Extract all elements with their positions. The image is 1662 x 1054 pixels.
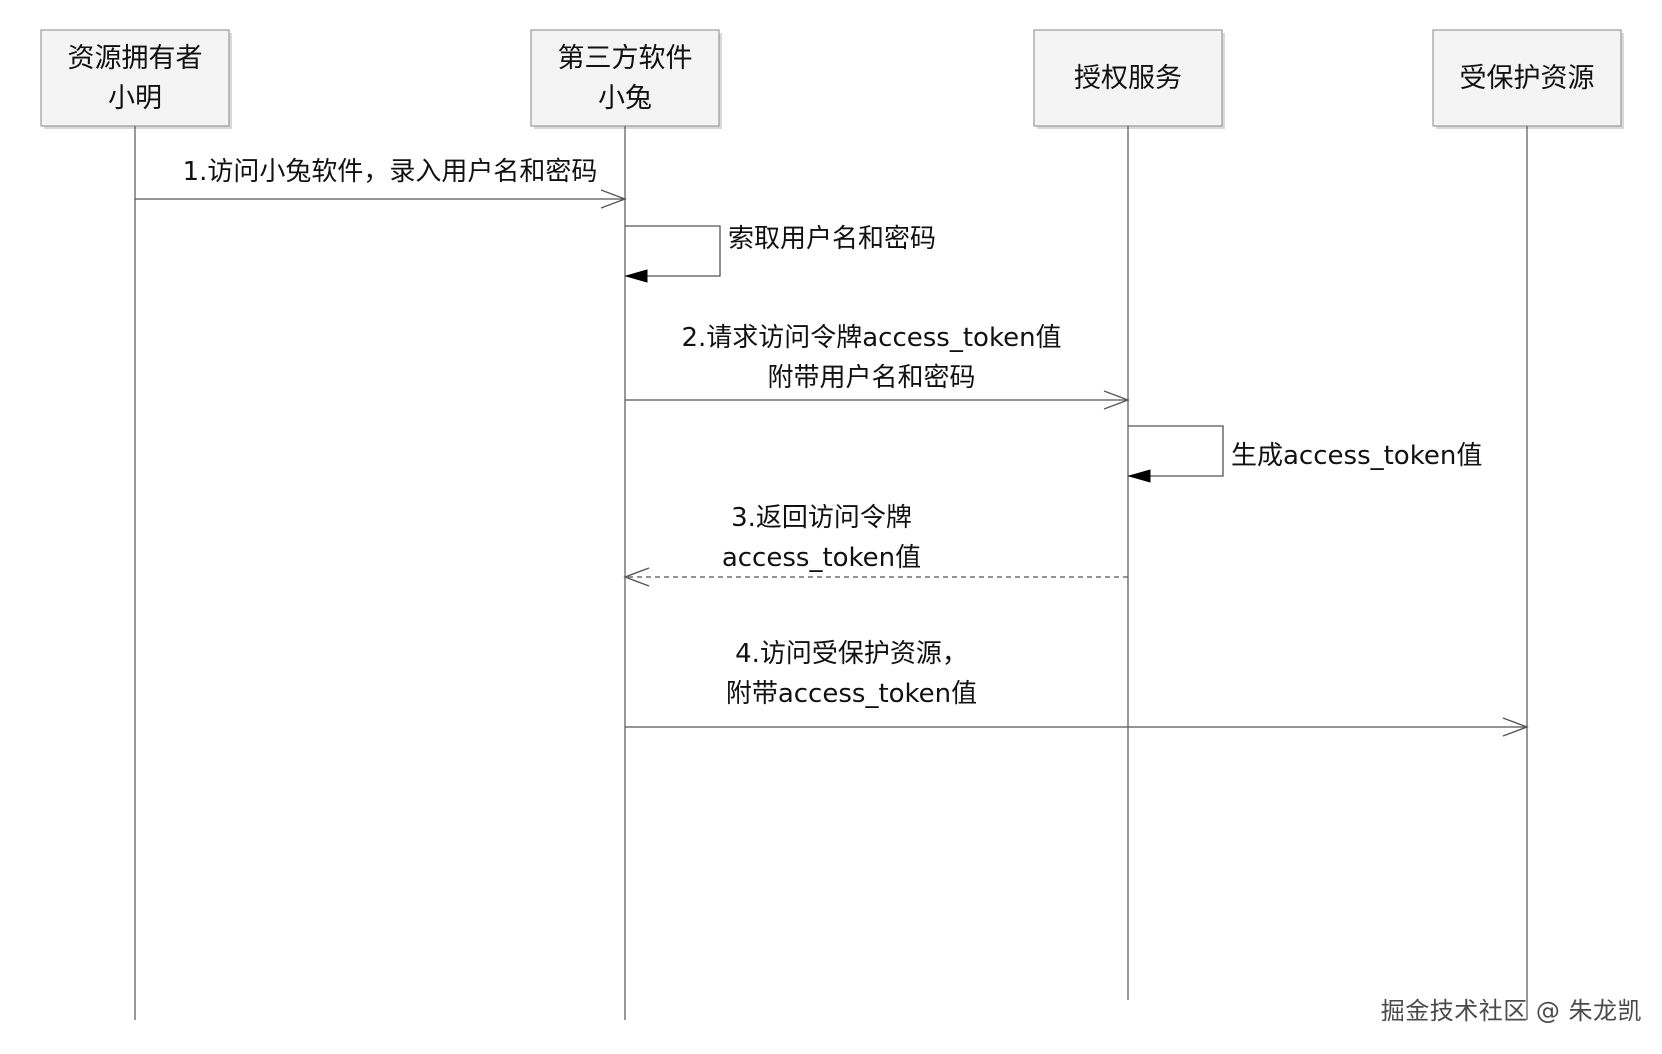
message-label: access_token值 <box>722 543 921 573</box>
arrowhead <box>624 269 648 283</box>
message-label: 索取用户名和密码 <box>728 224 936 254</box>
self-message-line <box>1128 425 1224 477</box>
self-message-line <box>625 225 721 277</box>
participant-label: 资源拥有者 <box>68 43 203 74</box>
message-label: 2.请求访问令牌access_token值 <box>681 323 1061 353</box>
participant-label: 小明 <box>108 83 162 114</box>
participant-label: 授权服务 <box>1074 63 1182 94</box>
arrowhead <box>1103 390 1130 410</box>
participant-label: 第三方软件 <box>558 43 693 74</box>
message-label: 附带用户名和密码 <box>767 363 975 393</box>
participant-box <box>1432 29 1622 127</box>
participant-box <box>530 29 720 127</box>
participant-label: 受保护资源 <box>1460 63 1595 94</box>
arrowhead <box>623 567 650 587</box>
participant-box <box>40 29 230 127</box>
arrowhead <box>600 189 627 209</box>
message-label: 1.访问小兔软件，录入用户名和密码 <box>183 157 598 187</box>
message-label: 生成access_token值 <box>1231 441 1482 471</box>
arrowhead <box>1127 469 1151 483</box>
watermark: 掘金技术社区 @ 朱龙凯 <box>1380 997 1642 1025</box>
message-label: 4.访问受保护资源， <box>735 639 968 669</box>
message-label: 附带access_token值 <box>726 679 977 709</box>
participant-box <box>1033 29 1223 127</box>
message-label: 3.返回访问令牌 <box>731 503 912 533</box>
participant-label: 小兔 <box>598 83 652 114</box>
arrowhead <box>1502 717 1529 737</box>
